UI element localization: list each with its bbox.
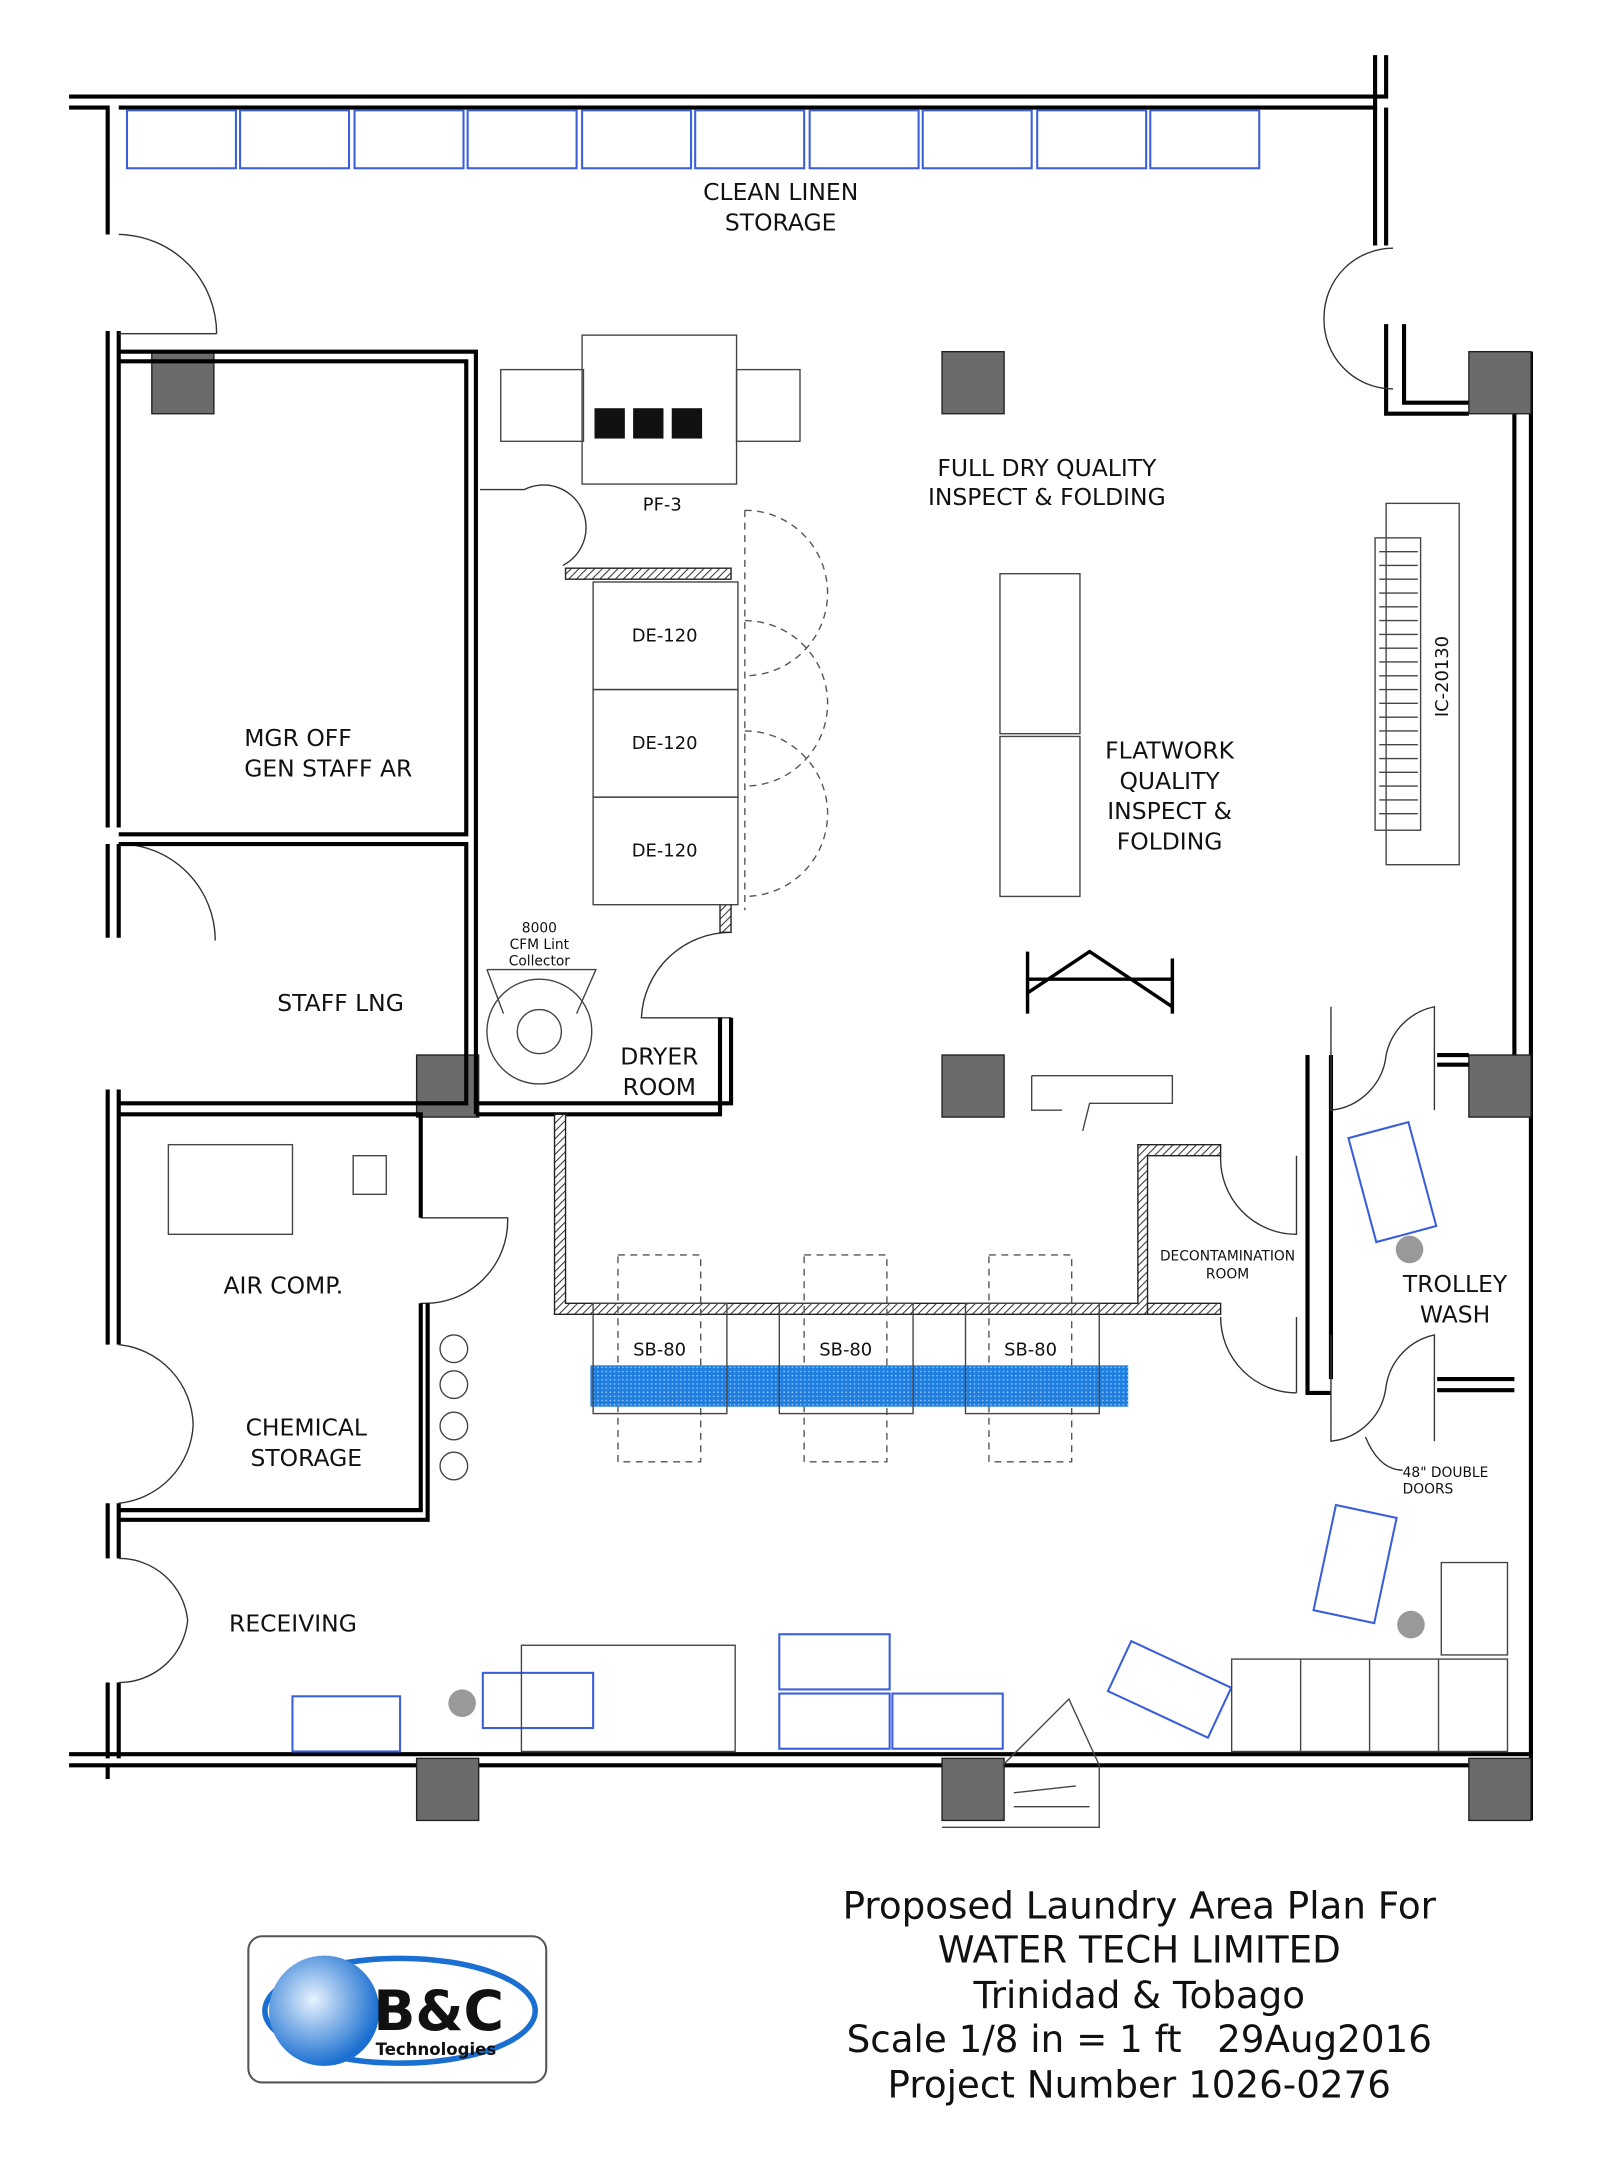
column — [941, 1054, 1005, 1118]
room-label: INSPECT & — [1107, 797, 1232, 825]
room-label: STORAGE — [725, 208, 837, 236]
room-label: DECONTAMINATION — [1160, 1249, 1295, 1265]
room-label: RECEIVING — [229, 1609, 357, 1637]
room-label: CHEMICAL — [246, 1414, 367, 1442]
room-label: FOLDING — [1117, 828, 1223, 856]
title-line: Scale 1/8 in = 1 ft 29Aug2016 — [847, 2017, 1432, 2061]
dryer-label: DE-120 — [632, 733, 698, 754]
room-label: DRYER — [620, 1043, 698, 1071]
room-label: STORAGE — [250, 1444, 362, 1472]
column — [941, 1757, 1005, 1822]
room-label: CLEAN LINEN — [703, 178, 858, 206]
linen-shelves — [125, 109, 1261, 170]
room-label: FULL DRY QUALITY — [937, 454, 1157, 482]
washers: SB-80 SB-80 SB-80 — [590, 1254, 1129, 1463]
lint-collector: 8000 CFM Lint Collector — [486, 920, 597, 1085]
pf3-folder: PF-3 — [500, 334, 801, 515]
room-label: STAFF LNG — [277, 989, 404, 1017]
room-labels: CLEAN LINEN STORAGE FULL DRY QUALITY INS… — [224, 178, 1508, 1638]
washer-label: SB-80 — [1004, 1340, 1057, 1361]
title-block: Proposed Laundry Area Plan For WATER TEC… — [843, 1883, 1437, 2106]
dryer-label: DE-120 — [632, 840, 698, 861]
room-label: TROLLEY — [1402, 1270, 1508, 1298]
room-label: ROOM — [623, 1073, 696, 1101]
logo-name: B&C — [373, 1980, 504, 2044]
washer-label: SB-80 — [819, 1340, 872, 1361]
lint-label: 8000 — [522, 920, 557, 936]
press-machine — [1031, 1075, 1174, 1132]
structural-columns — [151, 350, 1532, 1822]
dryer-label: DE-120 — [632, 625, 698, 646]
column — [1468, 350, 1532, 415]
door-swings — [118, 233, 1394, 1684]
room-label: MGR OFF — [244, 724, 352, 752]
column — [415, 1054, 480, 1118]
ironer-ic20130: IC-20130 — [1374, 502, 1460, 866]
room-label: GEN STAFF AR — [244, 754, 412, 782]
stair-icon — [942, 1697, 1100, 1829]
flatwork-tables — [999, 573, 1081, 898]
air-compressor — [167, 1143, 469, 1481]
ironer-label: IC-20130 — [1432, 636, 1453, 717]
logo-sub: Technologies — [376, 2040, 497, 2059]
interior-walls — [118, 349, 1515, 1522]
room-label: WASH — [1420, 1301, 1490, 1329]
title-line: WATER TECH LIMITED — [938, 1927, 1341, 1971]
folding-rack — [1025, 949, 1175, 1014]
lint-label: CFM Lint — [510, 937, 570, 953]
room-label: ROOM — [1206, 1266, 1249, 1282]
company-logo: B&C Technologies — [247, 1935, 548, 2084]
title-line: Project Number 1026-0276 — [888, 2063, 1391, 2107]
pf3-label: PF-3 — [643, 494, 682, 515]
door-note: 48" DOUBLE — [1403, 1465, 1489, 1481]
column — [1468, 1054, 1532, 1118]
door-note: DOORS — [1403, 1482, 1454, 1498]
room-label: AIR COMP. — [224, 1272, 344, 1300]
title-line: Trinidad & Tobago — [972, 1973, 1305, 2017]
column — [941, 350, 1005, 415]
washer-label: SB-80 — [633, 1340, 686, 1361]
room-label: QUALITY — [1119, 767, 1220, 795]
column — [1468, 1757, 1532, 1822]
lint-label: Collector — [509, 953, 571, 969]
dryers: DE-120 DE-120 DE-120 — [592, 509, 829, 911]
column — [415, 1757, 480, 1822]
trolleys — [291, 1120, 1509, 1753]
title-line: Proposed Laundry Area Plan For — [843, 1883, 1437, 1927]
room-label: FLATWORK — [1105, 737, 1235, 765]
exterior-walls — [69, 55, 1533, 1821]
room-label: INSPECT & FOLDING — [928, 483, 1166, 511]
